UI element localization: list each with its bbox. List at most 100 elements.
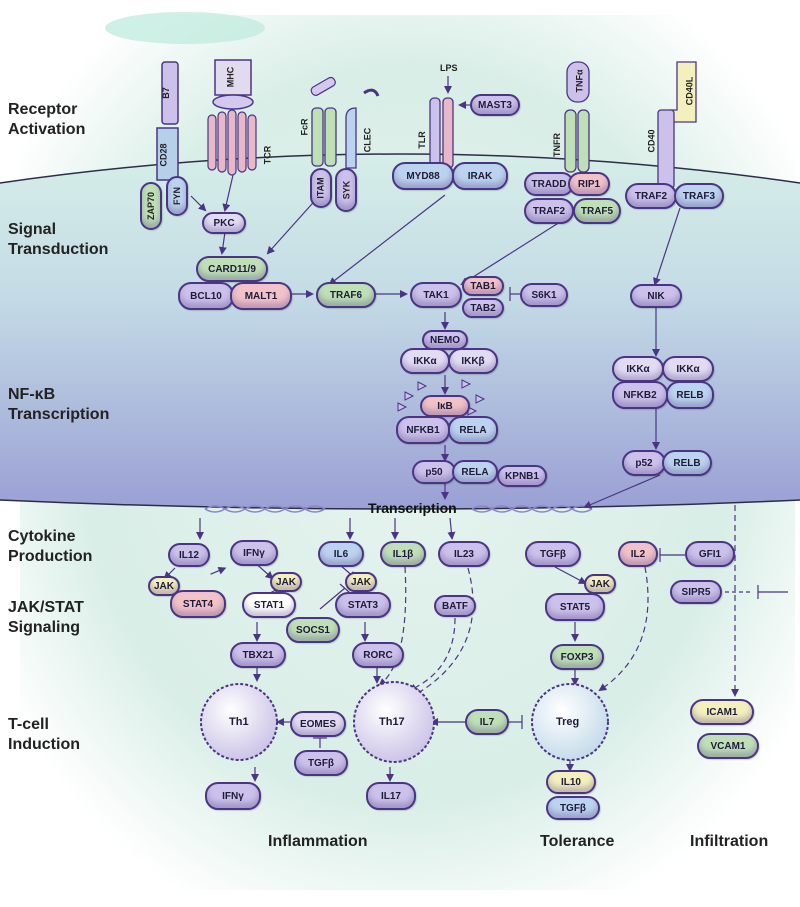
tnfa-label: TNFα bbox=[574, 69, 585, 93]
tbx21-node: TBX21 bbox=[230, 642, 286, 668]
itam-label: ITAM bbox=[316, 177, 327, 199]
rip1-node: RIP1 bbox=[568, 172, 610, 196]
section-label: Signal bbox=[8, 221, 57, 238]
section-label: T-cell bbox=[8, 716, 49, 733]
ifng-node: IFNγ bbox=[230, 540, 278, 566]
b7-label: B7 bbox=[160, 87, 171, 99]
malt1-node: MALT1 bbox=[230, 282, 292, 310]
b7-receptor-icon bbox=[161, 61, 179, 125]
il6-node: IL6 bbox=[318, 541, 364, 567]
ikb-degradation-icon bbox=[397, 379, 486, 416]
outcome-infiltration: Infiltration bbox=[690, 833, 769, 850]
jak-il6-node: JAK bbox=[345, 572, 377, 592]
mhc-label: MHC bbox=[225, 66, 236, 88]
cd40-label: CD40 bbox=[646, 129, 657, 153]
section-label: Signaling bbox=[8, 619, 80, 636]
tgfb-product-node: TGFβ bbox=[546, 796, 600, 820]
clec-label: CLEC bbox=[362, 127, 373, 153]
mast3-node: MAST3 bbox=[470, 94, 520, 116]
ikka-node: IKKα bbox=[400, 348, 450, 374]
itam-node: ITAM bbox=[310, 168, 332, 208]
tnfr-receptor-icon bbox=[564, 109, 590, 173]
s6k1-node: S6K1 bbox=[520, 283, 568, 307]
il17-node: IL17 bbox=[366, 782, 416, 810]
section-label: Cytokine bbox=[8, 528, 76, 545]
mhc-receptor-icon bbox=[212, 59, 254, 110]
nik-node: NIK bbox=[630, 284, 682, 308]
stat5-node: STAT5 bbox=[545, 593, 605, 621]
ikka-noncanonical-2-node: IKKα bbox=[662, 356, 714, 382]
tcr-complex-icon bbox=[207, 109, 257, 176]
traf2-cd40-node: TRAF2 bbox=[625, 183, 677, 209]
traf5-node: TRAF5 bbox=[573, 198, 621, 224]
icam1-node: ICAM1 bbox=[690, 699, 754, 725]
apc-cell-edge bbox=[105, 12, 265, 44]
fyn-node: FYN bbox=[166, 176, 188, 216]
socs1-node: SOCS1 bbox=[286, 617, 340, 643]
fyn-label: FYN bbox=[172, 187, 182, 205]
rela-node: RELA bbox=[448, 416, 498, 444]
tgfb-inhibitor-node: TGFβ bbox=[294, 750, 348, 776]
th1-label: Th1 bbox=[229, 716, 249, 728]
stat4-node: STAT4 bbox=[170, 590, 226, 618]
th1-cell-icon bbox=[200, 683, 278, 761]
ikka-noncanonical-node: IKKα bbox=[612, 356, 664, 382]
p50-node: p50 bbox=[412, 460, 456, 484]
rorc-node: RORC bbox=[352, 642, 404, 668]
tlr-label: TLR bbox=[416, 131, 427, 149]
tradd-node: TRADD bbox=[524, 172, 574, 196]
ifng-product-node: IFNγ bbox=[205, 782, 261, 810]
zap70-label: ZAP70 bbox=[146, 191, 157, 221]
traf2-node: TRAF2 bbox=[524, 198, 574, 224]
lps-label: LPS bbox=[440, 63, 458, 73]
jak-il12-node: JAK bbox=[148, 576, 180, 596]
il10-node: IL10 bbox=[546, 770, 596, 794]
bcl10-node: BCL10 bbox=[178, 282, 234, 310]
nfkb2-node: NFKB2 bbox=[612, 381, 668, 409]
outcome-inflammation: Inflammation bbox=[268, 833, 368, 850]
pathway-arrows bbox=[163, 76, 788, 782]
batf-node: BATF bbox=[434, 595, 476, 617]
traf6-node: TRAF6 bbox=[316, 282, 376, 308]
traf3-node: TRAF3 bbox=[674, 183, 724, 209]
th17-cell-icon bbox=[353, 681, 435, 763]
tnfa-ligand-icon bbox=[566, 61, 590, 103]
foxp3-node: FOXP3 bbox=[550, 644, 604, 670]
il1b-node: IL1β bbox=[380, 541, 426, 567]
irak-node: IRAK bbox=[452, 162, 508, 190]
section-label: Transcription bbox=[8, 406, 110, 423]
il2-node: IL2 bbox=[618, 541, 658, 567]
tab1-node: TAB1 bbox=[462, 276, 504, 296]
eomes-node: EOMES bbox=[290, 711, 346, 737]
outcome-tolerance: Tolerance bbox=[540, 833, 615, 850]
stat1-node: STAT1 bbox=[242, 592, 296, 618]
il12-node: IL12 bbox=[168, 543, 210, 567]
ikkb-node: IKKβ bbox=[448, 348, 498, 374]
jak-tgfb-node: JAK bbox=[584, 574, 616, 594]
dna-helix-left-icon bbox=[204, 505, 326, 513]
il23-node: IL23 bbox=[438, 541, 490, 567]
section-label: Receptor bbox=[8, 101, 78, 118]
rela-nuclear-node: RELA bbox=[452, 460, 498, 484]
section-label: Production bbox=[8, 548, 93, 565]
relb-node: RELB bbox=[666, 381, 714, 409]
nuclear-membrane bbox=[0, 499, 800, 510]
tlr-receptor-icon bbox=[429, 97, 454, 169]
transcription-label: Transcription bbox=[368, 500, 457, 516]
vcam1-node: VCAM1 bbox=[697, 733, 759, 759]
nfkb1-node: NFKB1 bbox=[396, 416, 450, 444]
syk-node: SYK bbox=[335, 168, 357, 212]
il7-node: IL7 bbox=[465, 709, 509, 735]
tcr-label: TCR bbox=[262, 145, 273, 165]
section-label: Induction bbox=[8, 736, 80, 753]
pkc-node: PKC bbox=[202, 212, 246, 234]
cytoplasm-region bbox=[0, 154, 800, 509]
kpnb1-node: KPNB1 bbox=[497, 465, 547, 487]
